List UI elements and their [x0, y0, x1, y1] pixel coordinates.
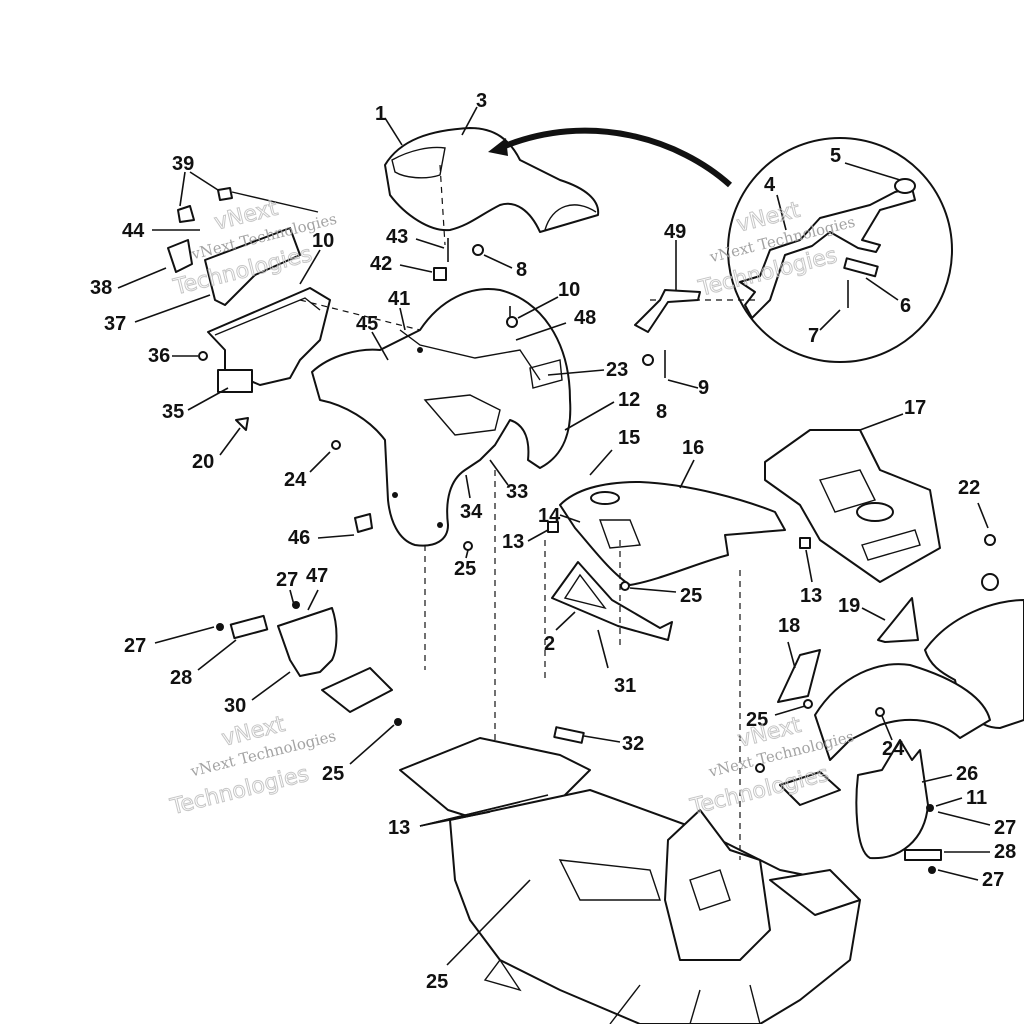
callout-3: 3: [476, 90, 487, 112]
callout-38: 38: [90, 277, 112, 299]
callout-47: 47: [306, 565, 328, 587]
callout-24b: 24: [882, 738, 905, 760]
callout-11: 11: [966, 787, 987, 809]
callout-6: 6: [900, 295, 911, 317]
callout-28b: 28: [994, 841, 1016, 863]
front-fender: [311, 288, 572, 547]
callout-13a: 13: [502, 531, 524, 553]
callout-49: 49: [664, 221, 686, 243]
callout-labels: 1 3 5 4 39 44 10 43 42 8 49 38 10 41 48 …: [90, 90, 1016, 993]
callout-27d: 27: [982, 869, 1004, 891]
callout-10a: 10: [312, 230, 334, 252]
callout-1: 1: [375, 103, 386, 125]
callout-13b: 13: [800, 585, 822, 607]
assembly-lines: [299, 299, 760, 860]
callout-33: 33: [506, 481, 528, 503]
rear-fender: [777, 597, 1024, 874]
callout-14: 14: [538, 505, 561, 527]
front-panel: [551, 481, 786, 641]
callout-27b: 27: [124, 635, 146, 657]
callout-27c: 27: [994, 817, 1016, 839]
callout-41: 41: [388, 288, 410, 310]
callout-25a: 25: [454, 558, 476, 580]
callout-32: 32: [622, 733, 644, 755]
callout-39: 39: [172, 153, 194, 175]
callout-42: 42: [370, 253, 392, 275]
callout-15: 15: [618, 427, 640, 449]
callout-25b: 25: [680, 585, 702, 607]
frame: [399, 726, 861, 1024]
callout-35: 35: [162, 401, 184, 423]
callout-8a: 8: [516, 259, 527, 281]
callout-7: 7: [808, 325, 819, 347]
callout-20: 20: [192, 451, 214, 473]
callout-44: 44: [122, 220, 145, 242]
callout-9: 9: [698, 377, 709, 399]
callout-16: 16: [682, 437, 704, 459]
callout-2: 2: [544, 633, 555, 655]
callout-22: 22: [958, 477, 980, 499]
callout-31: 31: [614, 675, 636, 697]
watermark-line3: Technologies: [167, 762, 311, 821]
callout-10b: 10: [558, 279, 580, 301]
callout-37: 37: [104, 313, 126, 335]
callout-17: 17: [904, 397, 926, 419]
leader-lines: [117, 106, 991, 966]
left-mudflap: [216, 601, 402, 726]
callout-28a: 28: [170, 667, 192, 689]
seat-part: [384, 127, 600, 246]
callout-19: 19: [838, 595, 860, 617]
callout-25d: 25: [322, 763, 344, 785]
callout-5: 5: [830, 145, 841, 167]
callout-12: 12: [618, 389, 640, 411]
callout-13c: 13: [388, 817, 410, 839]
callout-46: 46: [288, 527, 310, 549]
callout-18: 18: [778, 615, 800, 637]
callout-25e: 25: [426, 971, 448, 993]
detail-circle: [727, 137, 953, 363]
callout-4: 4: [764, 174, 776, 196]
watermark-bottom-left: vNext vNext Technologies Technologies: [167, 711, 338, 821]
callout-34: 34: [460, 501, 483, 523]
callout-45: 45: [356, 313, 378, 335]
callout-27a: 27: [276, 569, 298, 591]
callout-26: 26: [956, 763, 978, 785]
detail-arrow: [488, 127, 733, 188]
hardware: [331, 238, 999, 773]
callout-36: 36: [148, 345, 170, 367]
callout-23: 23: [606, 359, 628, 381]
battery-box: [167, 187, 331, 431]
callout-24a: 24: [284, 469, 307, 491]
callout-43: 43: [386, 226, 408, 248]
callout-8b: 8: [656, 401, 667, 423]
callout-48: 48: [574, 307, 596, 329]
rear-box: [764, 429, 941, 583]
callout-30: 30: [224, 695, 246, 717]
callout-25c: 25: [746, 709, 768, 731]
